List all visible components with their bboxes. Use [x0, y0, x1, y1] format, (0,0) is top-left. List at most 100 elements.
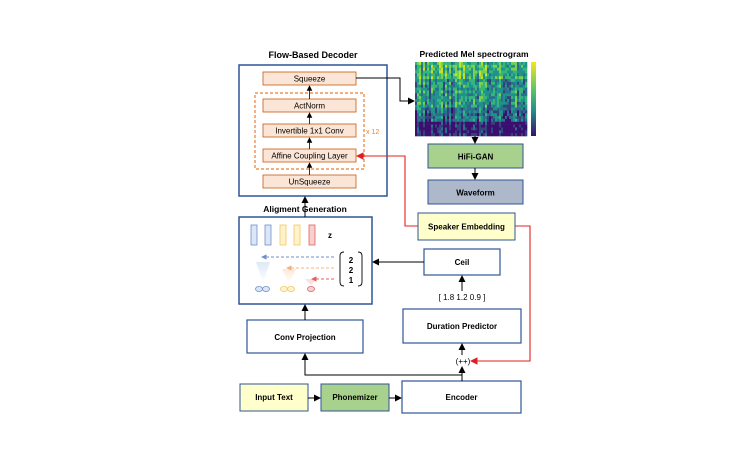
spectrogram-cell — [433, 121, 436, 125]
spectrogram-cell — [449, 107, 452, 111]
spectrogram-cell — [491, 101, 494, 105]
spectrogram-cell — [447, 124, 450, 128]
spectrogram-cell — [423, 73, 426, 77]
spectrogram-cell — [449, 116, 452, 120]
spectrogram-cell — [427, 96, 430, 100]
spectrogram-cell — [425, 116, 428, 120]
spectrogram-cell — [487, 79, 490, 83]
spectrogram-cell — [523, 110, 526, 114]
spectrogram-cell — [461, 124, 464, 128]
spectrogram-cell — [439, 84, 442, 88]
spectrogram-cell — [441, 87, 444, 91]
spectrogram-cell — [517, 70, 520, 74]
spectrogram-cell — [447, 113, 450, 117]
spectrogram-cell — [449, 121, 452, 125]
spectrogram-cell — [433, 81, 436, 86]
spectrogram-cell — [433, 76, 436, 80]
spectrogram-cell — [433, 133, 436, 137]
spectrogram-cell — [487, 121, 490, 125]
spectrogram-cell — [425, 76, 428, 80]
spectrogram-cell — [425, 127, 428, 131]
spectrogram-cell — [465, 79, 468, 83]
spectrogram-cell — [495, 101, 498, 105]
spectrogram-cell — [437, 104, 440, 108]
spectrogram-cell — [427, 130, 430, 134]
spectrogram-cell — [495, 127, 498, 131]
spectrogram-cell — [523, 104, 526, 108]
spectrogram-cell — [523, 70, 526, 74]
spectrogram-cell — [475, 76, 478, 80]
spectrogram-cell — [427, 93, 430, 97]
spectrogram-cell — [485, 99, 488, 103]
spectrogram-cell — [515, 104, 518, 108]
spectrogram-cell — [443, 113, 446, 117]
spectrogram-cell — [425, 84, 428, 88]
spectrogram-cell — [507, 79, 510, 83]
spectrogram-cell — [455, 62, 458, 66]
spectrogram-cell — [453, 84, 456, 88]
spectrogram-cell — [441, 130, 444, 134]
spectrogram-cell — [417, 96, 420, 100]
spectrogram-cell — [457, 70, 460, 74]
flow-arrows — [301, 77, 479, 402]
spectrogram-cell — [415, 127, 418, 131]
spectrogram-cell — [469, 118, 472, 123]
spectrogram-cell — [455, 113, 458, 117]
spectrogram-cell — [525, 113, 528, 117]
spectrogram-cell — [501, 87, 504, 91]
spectrogram-cell — [513, 79, 516, 83]
spectrogram-cell — [441, 90, 444, 94]
spectrogram-cell — [441, 133, 444, 137]
spectrogram-cell — [523, 79, 526, 83]
spectrogram-cell — [445, 62, 448, 66]
spectrogram-cell — [499, 104, 502, 108]
spectrogram-cell — [519, 81, 522, 86]
spectrogram-cell — [521, 96, 524, 100]
spectrogram-cell — [435, 104, 438, 108]
spectrogram-cell — [523, 101, 526, 105]
spectrogram-cell — [429, 121, 432, 125]
spectrogram-cell — [421, 64, 424, 68]
spectrogram-cell — [423, 124, 426, 128]
spectrogram-cell — [443, 64, 446, 68]
spectrogram-cell — [461, 110, 464, 114]
spectrogram-cell — [509, 64, 512, 68]
spectrogram-cell — [495, 116, 498, 120]
spectrogram-cell — [475, 107, 478, 111]
spectrogram-cell — [421, 96, 424, 100]
spectrogram-cell — [441, 101, 444, 105]
spectrogram-cell — [505, 70, 508, 74]
spectrogram-cell — [449, 87, 452, 91]
spectrogram-cell — [521, 101, 524, 105]
spectrogram-cell — [473, 87, 476, 91]
spectrogram-cell — [429, 93, 432, 97]
spectrogram-cell — [523, 90, 526, 94]
spectrogram-cell — [449, 104, 452, 108]
spectrogram-cell — [523, 81, 526, 86]
spectrogram-cell — [445, 84, 448, 88]
spectrogram-cell — [483, 79, 486, 83]
spectrogram-cell — [451, 116, 454, 120]
spectrogram-cell — [467, 62, 470, 66]
spectrogram-cell — [469, 90, 472, 94]
spectrogram-cell — [519, 87, 522, 91]
spectrogram-cell — [469, 70, 472, 74]
spectrogram-cell — [497, 104, 500, 108]
spectrogram-cell — [433, 70, 436, 74]
spectrogram-cell — [437, 116, 440, 120]
spectrogram-cell — [435, 81, 438, 86]
spectrogram-cell — [431, 113, 434, 117]
spectrogram-cell — [435, 93, 438, 97]
spectrogram-cell — [493, 70, 496, 74]
spectrogram-cell — [467, 118, 470, 123]
spectrogram-cell — [465, 62, 468, 66]
conv-projection-block — [246, 319, 364, 354]
spectrogram-cell — [421, 130, 424, 134]
spectrogram-cell — [475, 96, 478, 100]
spectrogram-cell — [447, 64, 450, 68]
spectrogram-cell — [467, 99, 470, 103]
spectrogram-cell — [451, 64, 454, 68]
spectrogram-cell — [473, 76, 476, 80]
spectrogram-cell — [501, 70, 504, 74]
spectrogram-cell — [509, 113, 512, 117]
